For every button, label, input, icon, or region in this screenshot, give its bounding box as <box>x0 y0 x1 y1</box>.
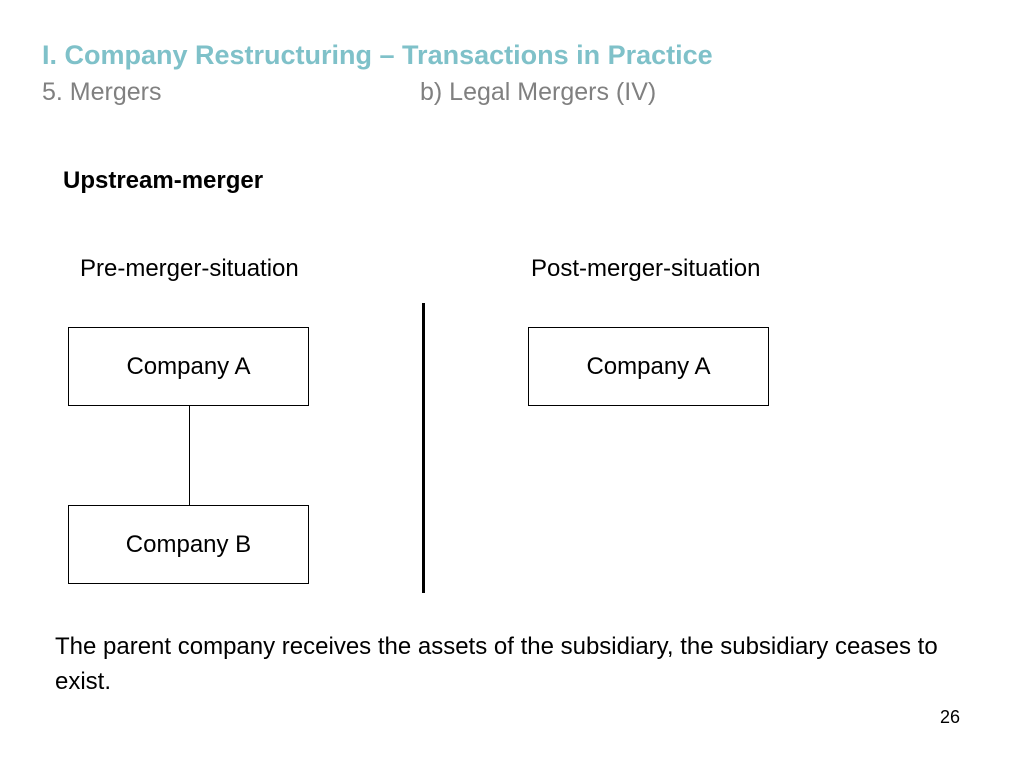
subsection-subtitle: b) Legal Mergers (IV) <box>420 78 657 106</box>
section-subtitle: 5. Mergers <box>42 78 162 106</box>
slide-title: I. Company Restructuring – Transactions … <box>42 40 713 70</box>
post-company-a-box: Company A <box>528 327 769 406</box>
diagram-heading: Upstream-merger <box>63 167 264 194</box>
post-merger-label: Post-merger-situation <box>531 255 761 282</box>
page-number: 26 <box>940 707 961 727</box>
pre-company-a-box: Company A <box>68 327 309 406</box>
situation-divider <box>422 303 425 593</box>
parent-subsidiary-connector <box>189 406 190 505</box>
pre-company-b-box: Company B <box>68 505 309 584</box>
pre-company-a-label: Company A <box>126 352 251 380</box>
post-company-a-label: Company A <box>586 352 711 380</box>
merger-description: The parent company receives the assets o… <box>55 633 938 695</box>
pre-merger-label: Pre-merger-situation <box>80 255 299 282</box>
pre-company-b-label: Company B <box>125 530 252 558</box>
